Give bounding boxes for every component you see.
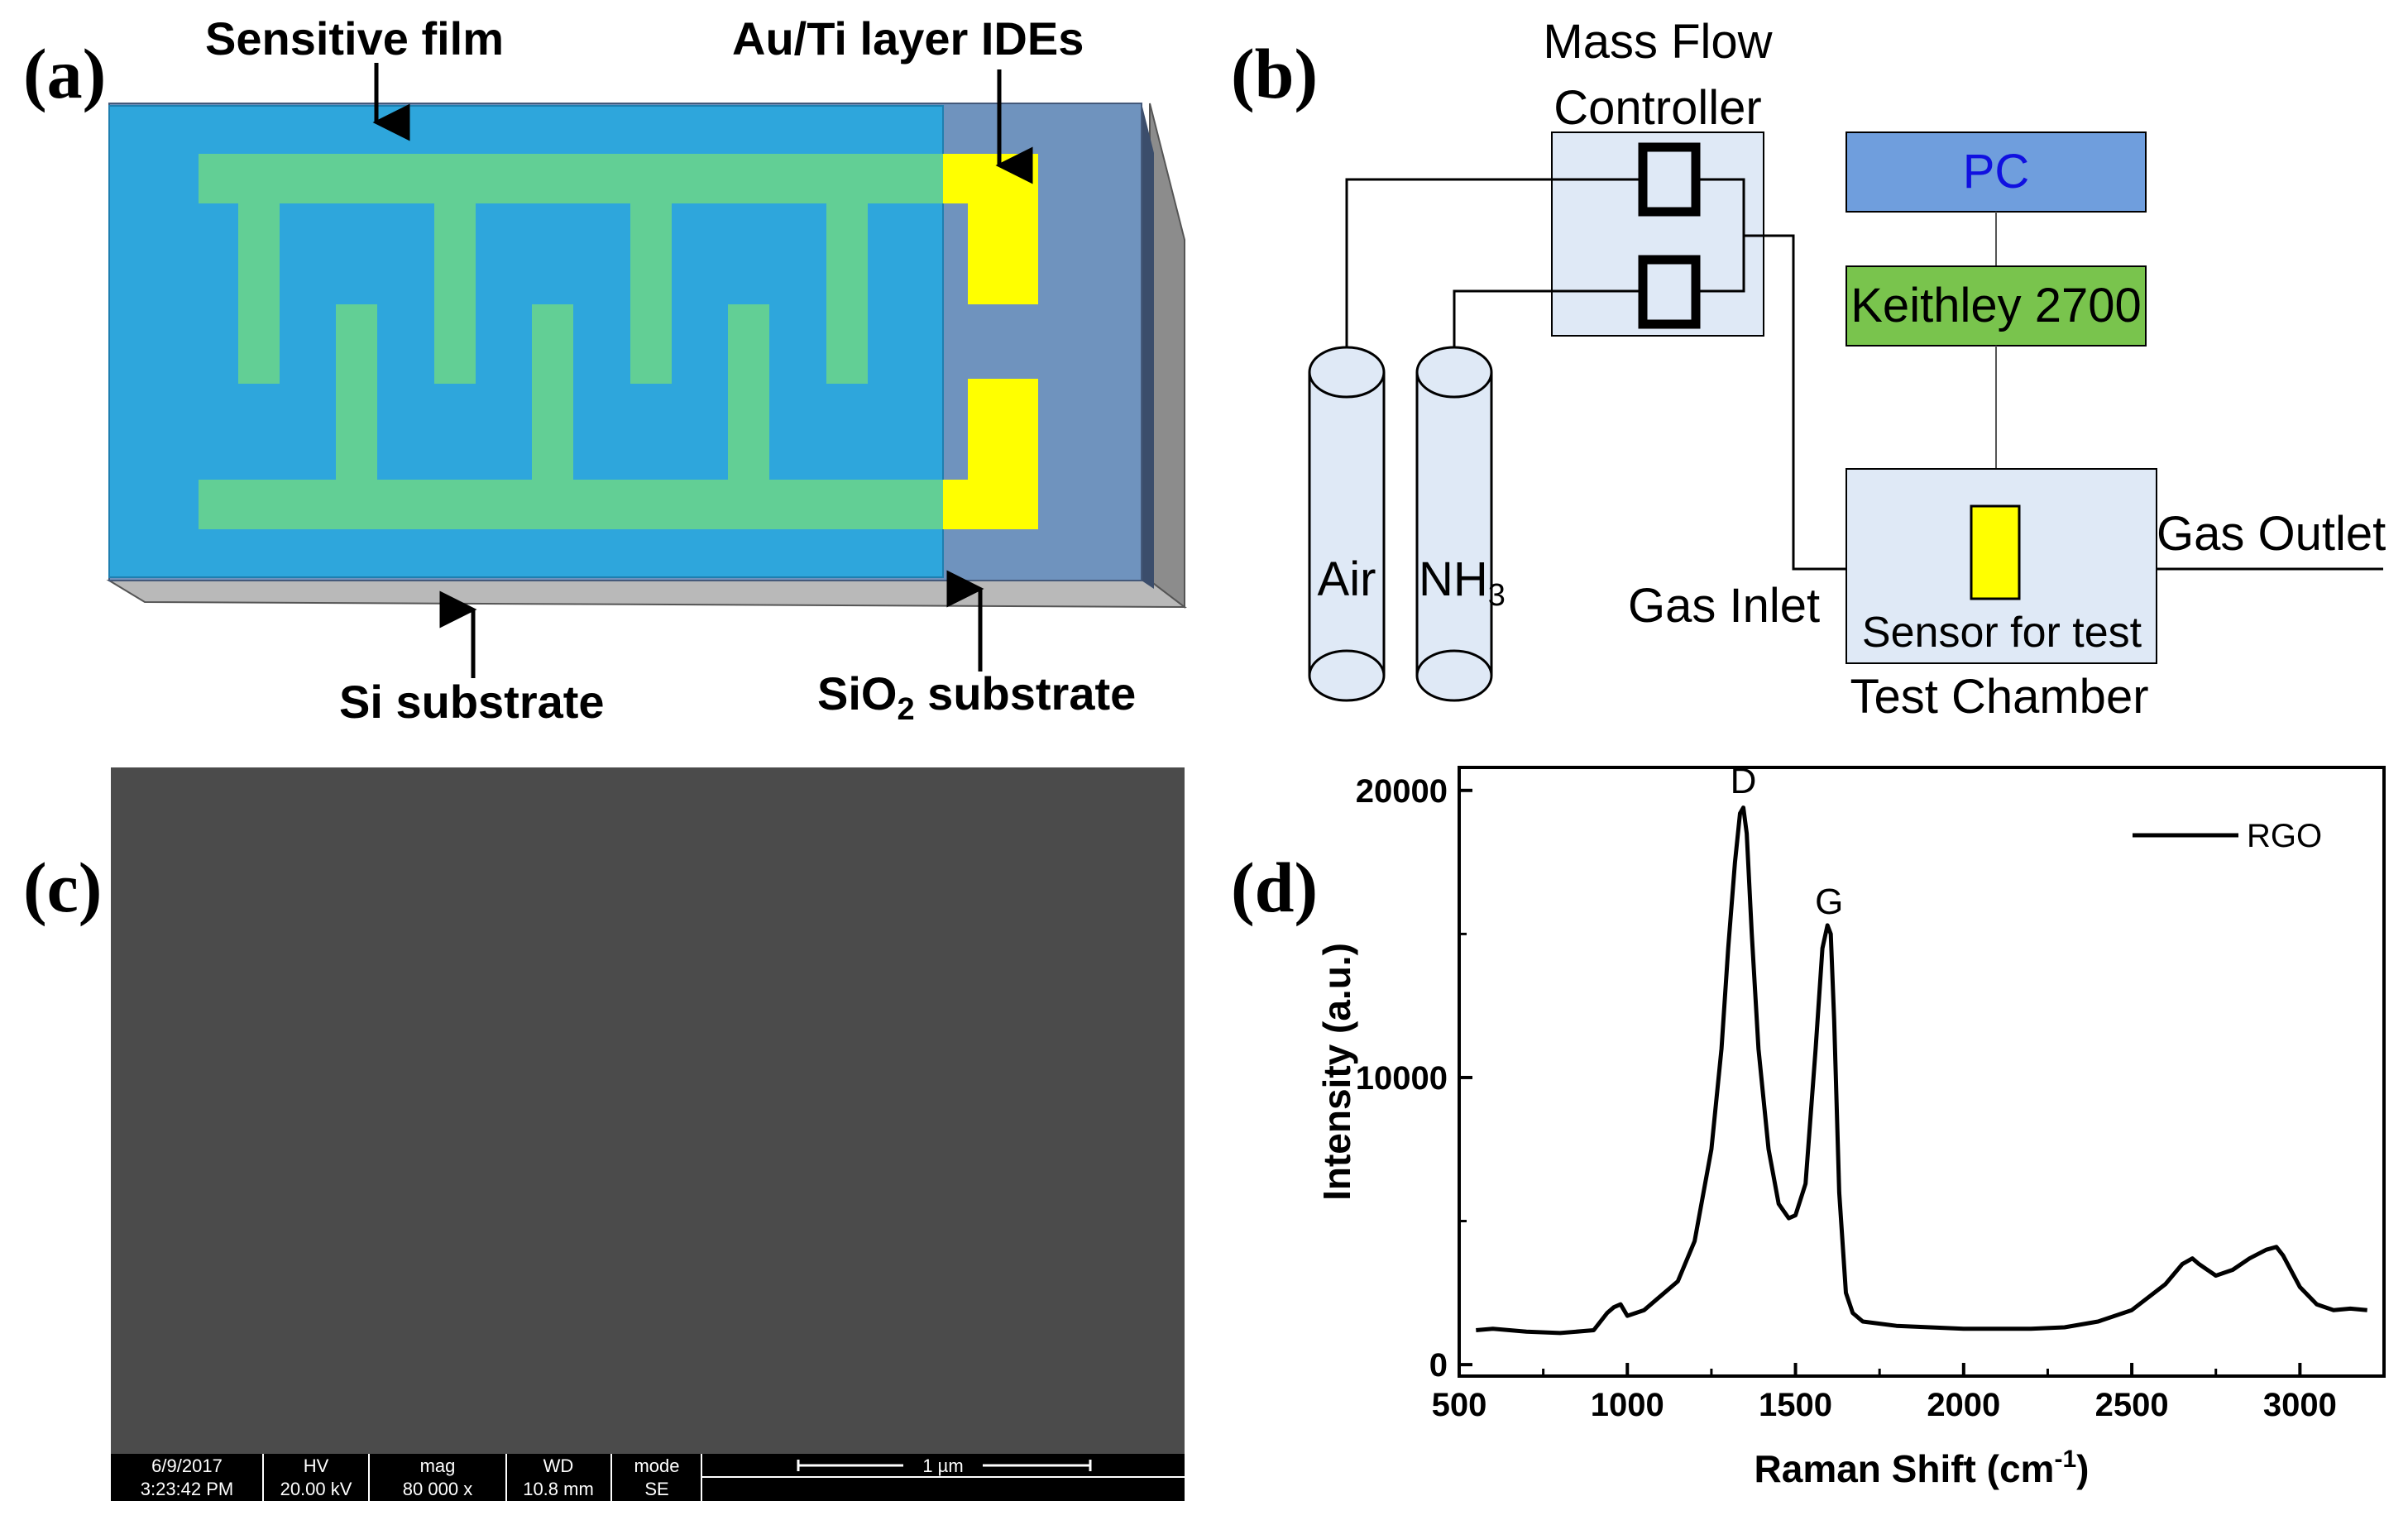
y-tick-label: 20000 bbox=[1356, 773, 1448, 810]
gas-outlet-label: Gas Outlet bbox=[2157, 507, 2386, 561]
air-cylinder bbox=[1308, 346, 1386, 702]
legend-label-rgo: RGO bbox=[2247, 818, 2322, 854]
nh3-label: NH3 bbox=[1419, 552, 1506, 613]
sem-value-mode: SE bbox=[644, 1479, 668, 1499]
sem-value-hv: 20.00 kV bbox=[280, 1479, 352, 1499]
sem-header-mode: mode bbox=[634, 1455, 679, 1476]
sem-info-values: 3:23:42 PM 20.00 kV 80 000 x 10.8 mm SE bbox=[141, 1479, 669, 1499]
electrode-finger bbox=[336, 304, 377, 480]
si-substrate-side bbox=[1149, 103, 1185, 609]
x-tick-label: 500 bbox=[1432, 1387, 1487, 1423]
y-axis-ticks: 0 10000 20000 bbox=[1356, 773, 1472, 1384]
peak-label-g: G bbox=[1815, 882, 1843, 922]
mfc-label-line2: Controller bbox=[1553, 81, 1761, 135]
sio2-side bbox=[1142, 103, 1154, 589]
sio2-substrate-label: SiO2 substrate bbox=[817, 667, 1136, 727]
test-chamber-label: Test Chamber bbox=[1850, 670, 2148, 724]
x-axis-ticks: 500 1000 1500 2000 2500 3000 bbox=[1432, 1363, 2337, 1423]
x-tick-label: 1000 bbox=[1591, 1387, 1664, 1423]
air-line bbox=[1345, 178, 1643, 370]
electrode-finger bbox=[630, 203, 672, 384]
panel-c: (c) 6/9/2017 HV mag WD mode 3:23:42 PM 2… bbox=[23, 767, 1185, 1501]
interdigitated-electrodes bbox=[199, 154, 1038, 529]
sem-value-time: 3:23:42 PM bbox=[141, 1479, 234, 1499]
y-axis-title: Intensity (a.u.) bbox=[1315, 943, 1358, 1201]
ide-layer-label: Au/Ti layer IDEs bbox=[732, 12, 1084, 65]
rgo-spectrum-line bbox=[1476, 805, 2367, 1336]
y-tick-label: 0 bbox=[1429, 1347, 1448, 1384]
sem-header-hv: HV bbox=[304, 1455, 329, 1476]
sem-image bbox=[111, 767, 1185, 1454]
si-substrate-edge bbox=[106, 580, 1187, 609]
electrode-finger bbox=[728, 304, 769, 480]
electrode-bottom-bus bbox=[199, 480, 1038, 529]
x-tick-label: 2000 bbox=[1927, 1387, 2000, 1423]
panel-b-label: (b) bbox=[1231, 34, 1318, 113]
air-label: Air bbox=[1318, 552, 1376, 606]
mfc-label-line1: Mass Flow bbox=[1543, 15, 1773, 69]
panel-c-label: (c) bbox=[23, 848, 102, 927]
sem-value-mag: 80 000 x bbox=[403, 1479, 472, 1499]
sem-header-mag: mag bbox=[420, 1455, 456, 1476]
peak-annotations: DG bbox=[1731, 761, 1844, 922]
panel-b: (b) Mass Flow Controller Air NH3 bbox=[1231, 15, 2386, 724]
pc-box bbox=[1845, 131, 2147, 213]
electrode-finger bbox=[532, 304, 573, 480]
electrode-finger bbox=[434, 203, 476, 384]
x-tick-label: 3000 bbox=[2263, 1387, 2337, 1423]
x-tick-label: 1500 bbox=[1759, 1387, 1832, 1423]
electrode-finger bbox=[826, 203, 868, 384]
sem-info-headers: 6/9/2017 HV mag WD mode bbox=[151, 1455, 679, 1476]
contact-pad-top bbox=[943, 154, 1038, 304]
sensor-label: Sensor for test bbox=[1862, 609, 2142, 657]
contact-pad-bottom bbox=[943, 379, 1038, 529]
nh3-cylinder bbox=[1415, 346, 1493, 702]
plot-frame bbox=[1458, 766, 2386, 1378]
si-substrate-label: Si substrate bbox=[339, 676, 605, 728]
electrode-top-bus bbox=[199, 154, 1038, 203]
sensitive-film-label: Sensitive film bbox=[205, 12, 504, 65]
gas-inlet-line bbox=[1744, 234, 1846, 571]
peak-label-d: D bbox=[1731, 761, 1757, 801]
pc-label: PC bbox=[1963, 145, 2030, 198]
panel-a: (a) Sensitive film Au/Ti layer IDEs bbox=[23, 12, 1187, 728]
sensor-element bbox=[1970, 504, 2021, 600]
scale-bar-label: 1 µm bbox=[922, 1455, 963, 1476]
sem-header-wd: WD bbox=[543, 1455, 574, 1476]
panel-d-label: (d) bbox=[1231, 848, 1318, 927]
mass-flow-controller bbox=[1551, 131, 1764, 337]
sem-info-dividers bbox=[262, 1454, 1185, 1501]
gas-inlet-label: Gas Inlet bbox=[1628, 579, 1820, 633]
nh3-line bbox=[1453, 289, 1643, 370]
x-tick-label: 2500 bbox=[2095, 1387, 2169, 1423]
sem-value-wd: 10.8 mm bbox=[523, 1479, 594, 1499]
y-tick-label: 10000 bbox=[1356, 1060, 1448, 1097]
keithley-label: Keithley 2700 bbox=[1850, 279, 2141, 332]
electrode-finger bbox=[238, 203, 280, 384]
x-axis-title: Raman Shift (cm-1) bbox=[1755, 1446, 2090, 1490]
panel-a-label: (a) bbox=[23, 34, 106, 113]
sem-header-date: 6/9/2017 bbox=[151, 1455, 223, 1476]
